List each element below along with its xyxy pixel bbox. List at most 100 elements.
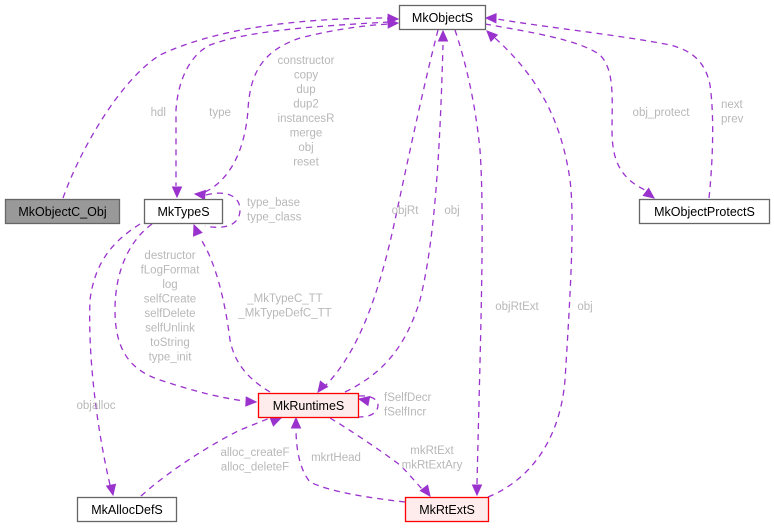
edge-line [140,417,271,497]
edge-mktypes-to-mkobjects [204,18,400,193]
edge-line [204,192,241,228]
edge-label: objRtExt [495,301,539,313]
node-box[interactable] [143,198,224,225]
node-mkruntimes[interactable]: MkRuntimeS [257,392,360,419]
node-mkobjectprotects[interactable]: MkObjectProtectS [638,198,771,225]
edge-line [484,23,646,191]
edge-label: dup2 [293,99,319,111]
edge-label: instancesR [278,113,335,125]
arrowhead-icon [193,223,203,237]
node-mkrtexts[interactable]: MkRtExtS [404,496,490,523]
edge-mkrtexts-to-mkruntimes [290,416,406,503]
edge-line [454,29,483,485]
edge-label: log [162,279,177,291]
edge-mkobjects-to-mktypes [171,21,390,199]
edge-mkruntimes-to-mkruntimes [357,395,379,418]
edge-mktypes-to-mktypes [193,189,241,228]
node-label: MkObjectProtectS [654,205,755,219]
edge-label: obj [577,301,592,313]
edge-label: type_init [149,352,193,364]
edge-mkrtexts-to-mkobjects [486,30,573,498]
edge-line [496,18,714,199]
edge-label: obj_protect [633,107,691,119]
edge-label: obj [298,142,313,154]
node-label: MkRtExtS [419,503,475,517]
edge-mkruntimes-to-mkobjects [344,29,449,393]
edge-mkruntimes-to-mkrtexts [329,417,431,497]
arrowhead-icon [290,416,302,429]
edge-mkobjectprotects-to-mkobjects [484,12,714,199]
edge-label: obj [444,205,459,217]
edge-label: hdl [151,107,166,119]
edge-line [344,44,444,393]
edge-label: fLogFormat [141,265,201,277]
edge-mkobjects-to-mkrtexts [454,29,483,497]
edge-line [204,23,390,193]
arrowhead-icon [484,12,497,24]
nodes-layer: MkObjectS MkObjectC_Obj MkTypeS MkObjectPro… [4,4,771,523]
edge-line [175,21,390,186]
edge-label: fSelfDecr [384,392,431,404]
edge-label: selfUnlink [145,323,195,335]
edge-line [114,223,246,402]
edge-label: dup [296,84,315,96]
node-mktypes[interactable]: MkTypeS [143,198,224,225]
edge-label: destructor [144,250,195,262]
edge-label: type_class [247,212,302,224]
edge-line [62,17,390,199]
edges-layer [62,12,714,503]
arrowhead-icon [387,18,400,29]
edge-line [295,427,406,503]
node-mkobjects[interactable]: MkObjectS [398,4,487,31]
edge-label: _MkTypeC_TT [246,293,322,305]
edge-mktypes-to-mkallocdefs [89,223,141,497]
arrowhead-icon [419,484,431,497]
edge-line [89,223,141,486]
edge-mktypes-to-mkruntimes [114,223,258,407]
edge-label: objalloc [77,400,116,412]
edge-label: reset [293,157,319,169]
arrowhead-icon [642,187,655,199]
node-box[interactable] [398,4,487,31]
node-box[interactable] [257,392,360,419]
arrowhead-icon [486,30,499,43]
edge-line [199,237,271,393]
node-mkallocdefs[interactable]: MkAllocDefS [76,496,178,523]
edge-mkobjects-to-mkobjectprotects [484,23,655,199]
edge-label: selfDelete [144,308,195,320]
node-box[interactable] [638,198,771,225]
arrowhead-icon [437,29,449,42]
arrowhead-icon [105,483,117,497]
edge-label: type [209,107,231,119]
arrowhead-icon [471,484,483,497]
edge-label: toString [150,337,190,349]
edge-label: mkRtExt [410,445,454,457]
edge-line [487,37,573,498]
node-mkobjectc_obj[interactable]: MkObjectC_Obj [4,198,121,225]
arrowhead-icon [269,417,283,427]
edge-label: constructor [278,55,335,67]
edge-label: _MkTypeDefC_TT [237,308,331,320]
arrowhead-icon [317,380,329,393]
node-label: MkObjectC_Obj [18,205,106,219]
arrowhead-icon [245,396,258,407]
node-label: MkAllocDefS [91,503,163,517]
edge-label: alloc_deleteF [221,462,289,474]
node-label: MkTypeS [157,205,209,219]
edge-label: mkRtExtAry [402,460,463,472]
edge-label: merge [290,128,323,140]
arrowhead-icon [357,395,371,407]
node-box[interactable] [4,198,121,225]
edge-line [358,395,379,418]
node-box[interactable] [404,496,490,523]
node-label: MkRuntimeS [273,399,345,413]
edge-label: mkrtHead [311,452,361,464]
edge-label: fSelfIncr [384,407,426,419]
edge-label: objRt [392,205,420,217]
edge-mkruntimes-to-mktypes [193,223,271,393]
node-box[interactable] [76,496,178,523]
edge-label: selfCreate [144,294,196,306]
arrowhead-icon [171,186,183,199]
